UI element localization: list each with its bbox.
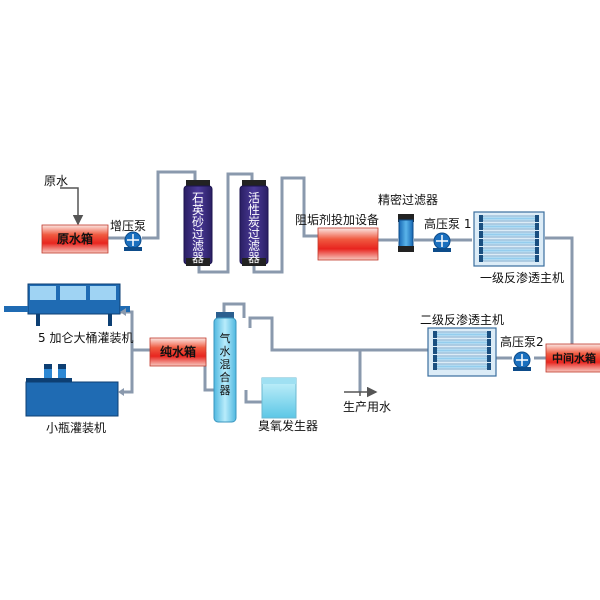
vertical-char: 炭 — [248, 215, 260, 229]
ro-tube-cap — [535, 247, 539, 254]
ro-membrane-tube — [435, 331, 489, 338]
antiscalant-dosing-device: 阻垢剂投加设备 — [295, 212, 379, 261]
vertical-char: 水 — [220, 345, 231, 358]
vertical-char: 混 — [220, 358, 231, 371]
ro-tube-cap — [479, 239, 483, 246]
ro-tube-cap — [433, 363, 437, 370]
arrow-to-bottle-filler — [118, 388, 124, 396]
pipe-ozone-to-mixer — [244, 390, 262, 404]
ro-membrane-tube — [435, 347, 489, 354]
vertical-char: 器 — [192, 251, 204, 265]
pipe-to-bottle-filler — [123, 350, 134, 394]
pump-1-label: 高压泵 1 — [424, 216, 471, 231]
ro-tube-cap — [479, 231, 483, 238]
ro-tube-cap — [487, 347, 491, 354]
ro-tube-cap — [535, 215, 539, 222]
ro-tube-cap — [487, 363, 491, 370]
barrel-filler-label: 5 加仑大桶灌装机 — [38, 330, 133, 345]
ro-membrane-tube — [481, 231, 537, 238]
pipe-quartz-to-carbon — [197, 172, 254, 274]
ro-tube-cap — [535, 231, 539, 238]
booster-pump: 增压泵 — [110, 219, 146, 251]
pump-2-label: 高压泵2 — [500, 334, 544, 349]
high-pressure-pump-1: 高压泵 1 — [424, 216, 471, 252]
ro-tube-cap — [487, 339, 491, 346]
vertical-char: 器 — [220, 384, 231, 397]
ro-tube-cap — [535, 255, 539, 262]
barrel-filling-machine: 5 加仑大桶灌装机 — [4, 283, 133, 345]
secondary-ro-label: 二级反渗透主机 — [420, 312, 504, 327]
ro-tube-cap — [433, 355, 437, 362]
vertical-char: 器 — [248, 251, 260, 265]
vertical-char: 滤 — [192, 239, 204, 253]
ro-membrane-tube — [481, 215, 537, 222]
intermediate-tank-label: 中间水箱 — [552, 351, 596, 365]
precision-filter: 精密过滤器 — [378, 192, 438, 252]
raw-water-tank-label: 原水箱 — [57, 231, 93, 246]
ro-tube-cap — [487, 331, 491, 338]
pipe-carbon-to-antiscalant — [252, 176, 318, 274]
ro-membrane-tube — [435, 339, 489, 346]
ro-tube-cap — [479, 255, 483, 262]
high-pressure-pump-2: 高压泵2 — [500, 334, 544, 371]
precision-filter-label: 精密过滤器 — [378, 192, 438, 207]
ro-membrane-tube — [435, 355, 489, 362]
ro-membrane-tube — [481, 223, 537, 230]
arrow-to-barrel-filler — [120, 308, 126, 316]
booster-pump-label: 增压泵 — [110, 219, 146, 233]
primary-ro-label: 一级反渗透主机 — [480, 270, 564, 285]
vertical-char: 英 — [192, 203, 204, 217]
pipe-mixer-top — [222, 302, 246, 318]
pure-water-tank-label: 纯水箱 — [160, 344, 196, 359]
ro-membrane-tube — [435, 363, 489, 370]
raw-water-label: 原水 — [44, 174, 68, 188]
antiscalant-label: 阻垢剂投加设备 — [295, 212, 379, 227]
ozone-generator: 臭氧发生器 — [258, 377, 318, 433]
vertical-char: 石 — [192, 191, 204, 205]
raw-water-inlet: 原水 — [44, 174, 84, 226]
ozone-generator-label: 臭氧发生器 — [258, 418, 318, 433]
bottle-filling-machine: 小瓶灌装机 — [25, 364, 119, 435]
pipe-ro2-to-mixer — [248, 316, 428, 352]
ro-tube-cap — [433, 331, 437, 338]
bottle-filler-label: 小瓶灌装机 — [46, 421, 106, 435]
vertical-char: 滤 — [248, 239, 260, 253]
production-water-outlet: 生产用水 — [343, 386, 391, 414]
vertical-char: 气 — [220, 331, 231, 345]
ro-tube-cap — [535, 239, 539, 246]
ro-tube-cap — [535, 223, 539, 230]
raw-water-tank: 原水箱 — [41, 224, 109, 254]
ro-membrane-tube — [481, 255, 537, 262]
ro-tube-cap — [479, 215, 483, 222]
ro-membrane-tube — [481, 239, 537, 246]
ro-tube-cap — [433, 339, 437, 346]
primary-ro-unit: 一级反渗透主机 — [473, 211, 564, 285]
vertical-char: 过 — [248, 227, 260, 241]
intermediate-water-tank: 中间水箱 — [545, 343, 600, 373]
pipe-network — [108, 170, 574, 404]
pure-water-tank: 纯水箱 — [149, 337, 207, 367]
vertical-char: 合 — [220, 370, 231, 384]
secondary-ro-unit: 二级反渗透主机 — [420, 312, 504, 377]
vertical-char: 活 — [248, 191, 260, 205]
ro-tube-cap — [433, 347, 437, 354]
ro-tube-cap — [479, 223, 483, 230]
vertical-char: 过 — [192, 227, 204, 241]
vertical-char: 性 — [248, 203, 260, 217]
vertical-char: 砂 — [192, 215, 204, 229]
ro-membrane-tube — [481, 247, 537, 254]
pipe-booster-to-quartz — [142, 170, 197, 240]
ro-tube-cap — [479, 247, 483, 254]
production-water-label: 生产用水 — [343, 400, 391, 414]
pipe-ro1-to-intermediate — [545, 236, 574, 344]
ro-tube-cap — [487, 355, 491, 362]
